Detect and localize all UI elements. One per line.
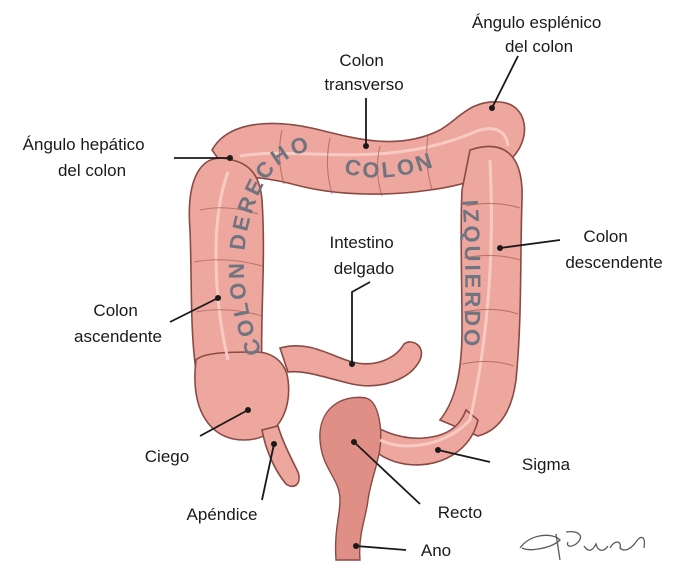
- label-recto: Recto: [438, 503, 482, 522]
- label-angulo-hepatico: Ángulo hepático del colon: [23, 135, 150, 180]
- label-angulo-esplenico: Ángulo esplénico del colon: [472, 13, 606, 56]
- label-apendice: Apéndice: [187, 505, 258, 524]
- label-intestino-delgado: Intestino delgado: [330, 233, 399, 278]
- label-ciego: Ciego: [145, 447, 189, 466]
- artist-signature: [520, 532, 644, 560]
- label-colon-transverso: Colon transverso: [324, 51, 403, 94]
- label-ano: Ano: [421, 541, 451, 560]
- label-sigma: Sigma: [522, 455, 571, 474]
- label-colon-ascendente: Colon ascendente: [74, 301, 162, 346]
- colon-descendente-shape: [440, 147, 522, 436]
- recto-shape: [320, 397, 381, 560]
- label-colon-descendente: Colon descendente: [565, 227, 662, 272]
- region-izquierdo: IZQUIERDO: [458, 199, 486, 349]
